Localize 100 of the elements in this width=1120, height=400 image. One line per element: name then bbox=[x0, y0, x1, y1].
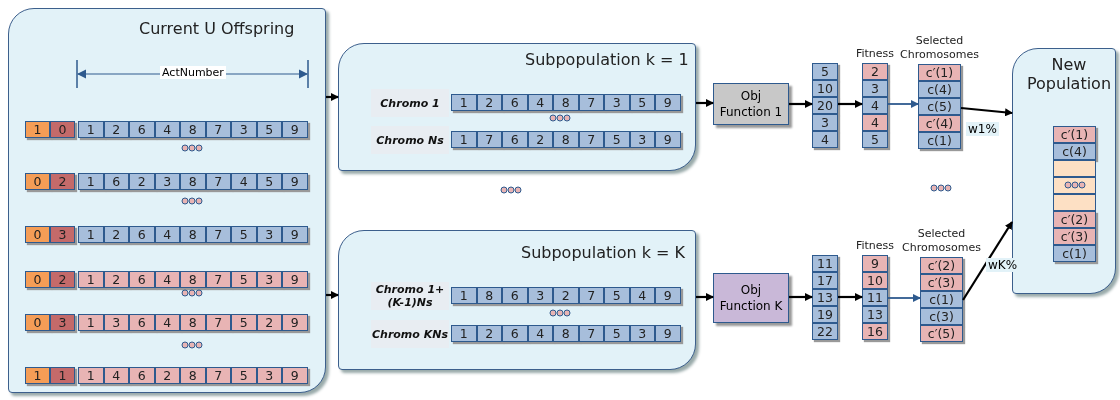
panel bbox=[338, 43, 696, 171]
value-cell: c′(1) bbox=[1053, 126, 1096, 143]
gene-cell: 1 bbox=[25, 367, 50, 384]
gene-cell: 5 bbox=[629, 94, 655, 111]
gene-cell: 4 bbox=[154, 314, 180, 331]
value-cell: 16 bbox=[862, 323, 888, 340]
arrow bbox=[696, 99, 714, 107]
value-cell: 5 bbox=[812, 63, 838, 80]
gene-cell: 6 bbox=[502, 94, 528, 111]
gene-cell: 1 bbox=[78, 271, 104, 288]
row-label: Chromo KNs bbox=[371, 320, 449, 348]
gene-cell: 2 bbox=[476, 94, 502, 111]
gene-cell: 8 bbox=[180, 226, 206, 243]
gene-cell: 9 bbox=[282, 367, 308, 384]
gene-cell: 2 bbox=[256, 314, 282, 331]
column-heading: Fitness bbox=[854, 47, 896, 61]
arrow bbox=[887, 100, 919, 108]
gene-cell: 6 bbox=[129, 367, 155, 384]
gene-cell: 4 bbox=[103, 367, 129, 384]
gene-cell: 1 bbox=[50, 367, 75, 384]
gene-cell: 1 bbox=[451, 325, 477, 342]
gene-cell: 2 bbox=[154, 367, 180, 384]
gene-cell: 2 bbox=[103, 226, 129, 243]
gene-cell: 8 bbox=[476, 287, 502, 304]
gene-cell: 3 bbox=[231, 121, 257, 138]
gene-cell: 5 bbox=[231, 314, 257, 331]
value-cell: 10 bbox=[812, 80, 838, 97]
gene-cell: 2 bbox=[527, 131, 553, 148]
value-cell: 13 bbox=[812, 289, 838, 306]
gene-cell: 9 bbox=[282, 314, 308, 331]
gene-cell: 2 bbox=[50, 271, 75, 288]
gene-cell: 1 bbox=[78, 367, 104, 384]
panel-title: Subpopulation k = K bbox=[521, 243, 685, 262]
gene-cell: 8 bbox=[553, 94, 579, 111]
value-cell: c(4) bbox=[1053, 143, 1096, 160]
gene-cell: 4 bbox=[154, 121, 180, 138]
gene-cell: 7 bbox=[205, 226, 231, 243]
arrow bbox=[887, 294, 921, 302]
gene-cell: 5 bbox=[231, 226, 257, 243]
gene-cell: 5 bbox=[604, 325, 630, 342]
gene-cell: 0 bbox=[25, 271, 50, 288]
value-cell: 3 bbox=[812, 114, 838, 131]
value-cell: 5 bbox=[862, 131, 888, 148]
arrow bbox=[326, 291, 339, 299]
gene-cell: 2 bbox=[476, 325, 502, 342]
gene-cell: 8 bbox=[180, 121, 206, 138]
value-cell: c′(1) bbox=[918, 64, 961, 81]
arrow bbox=[838, 100, 863, 108]
panel-title: New Population bbox=[1025, 55, 1113, 93]
arrow bbox=[326, 93, 339, 101]
gene-cell: 1 bbox=[451, 287, 477, 304]
row-label: Chromo Ns bbox=[371, 126, 449, 154]
gene-cell: 8 bbox=[180, 314, 206, 331]
gene-cell: 7 bbox=[476, 131, 502, 148]
gene-cell: 3 bbox=[103, 314, 129, 331]
value-cell: c(3) bbox=[920, 308, 963, 325]
gene-cell: 8 bbox=[180, 367, 206, 384]
gene-cell: 2 bbox=[553, 287, 579, 304]
gene-cell: 2 bbox=[103, 121, 129, 138]
gene-cell: 1 bbox=[78, 121, 104, 138]
gene-cell: 7 bbox=[205, 121, 231, 138]
gene-cell: 8 bbox=[180, 271, 206, 288]
value-cell: 17 bbox=[812, 272, 838, 289]
value-cell: c(1) bbox=[920, 291, 963, 308]
dimension-label: ActNumber bbox=[160, 66, 226, 79]
gene-cell: 5 bbox=[256, 173, 282, 190]
gene-cell: 6 bbox=[502, 287, 528, 304]
gene-cell: 0 bbox=[25, 226, 50, 243]
gene-cell: 3 bbox=[256, 226, 282, 243]
value-cell: 11 bbox=[862, 289, 888, 306]
gene-cell: 6 bbox=[129, 271, 155, 288]
gene-cell: 1 bbox=[25, 121, 50, 138]
gene-cell: 5 bbox=[231, 367, 257, 384]
value-cell: 3 bbox=[862, 80, 888, 97]
gene-cell: 3 bbox=[527, 287, 553, 304]
gene-cell: 2 bbox=[50, 173, 75, 190]
gene-cell: 3 bbox=[629, 131, 655, 148]
gene-cell: 3 bbox=[50, 314, 75, 331]
edge-label: wK% bbox=[986, 258, 1020, 272]
gene-cell: 4 bbox=[154, 271, 180, 288]
gene-cell: 5 bbox=[604, 131, 630, 148]
gene-cell: 6 bbox=[129, 314, 155, 331]
column-heading: Selected Chromosomes bbox=[900, 34, 979, 62]
value-cell: 4 bbox=[862, 114, 888, 131]
column-heading: Fitness bbox=[854, 239, 896, 253]
gene-cell: 7 bbox=[578, 287, 604, 304]
value-cell: c(1) bbox=[1053, 245, 1096, 262]
gene-cell: 4 bbox=[231, 173, 257, 190]
gene-cell: 1 bbox=[78, 173, 104, 190]
gene-cell: 5 bbox=[604, 287, 630, 304]
gene-cell: 8 bbox=[553, 325, 579, 342]
arrow bbox=[838, 293, 863, 301]
value-cell: 4 bbox=[862, 97, 888, 114]
gene-cell: 8 bbox=[553, 131, 579, 148]
gene-cell: 1 bbox=[78, 314, 104, 331]
gene-cell: 3 bbox=[50, 226, 75, 243]
gene-cell: 7 bbox=[205, 314, 231, 331]
value-cell: c(4) bbox=[918, 81, 961, 98]
gene-cell: 9 bbox=[282, 173, 308, 190]
gene-cell: 9 bbox=[655, 287, 681, 304]
